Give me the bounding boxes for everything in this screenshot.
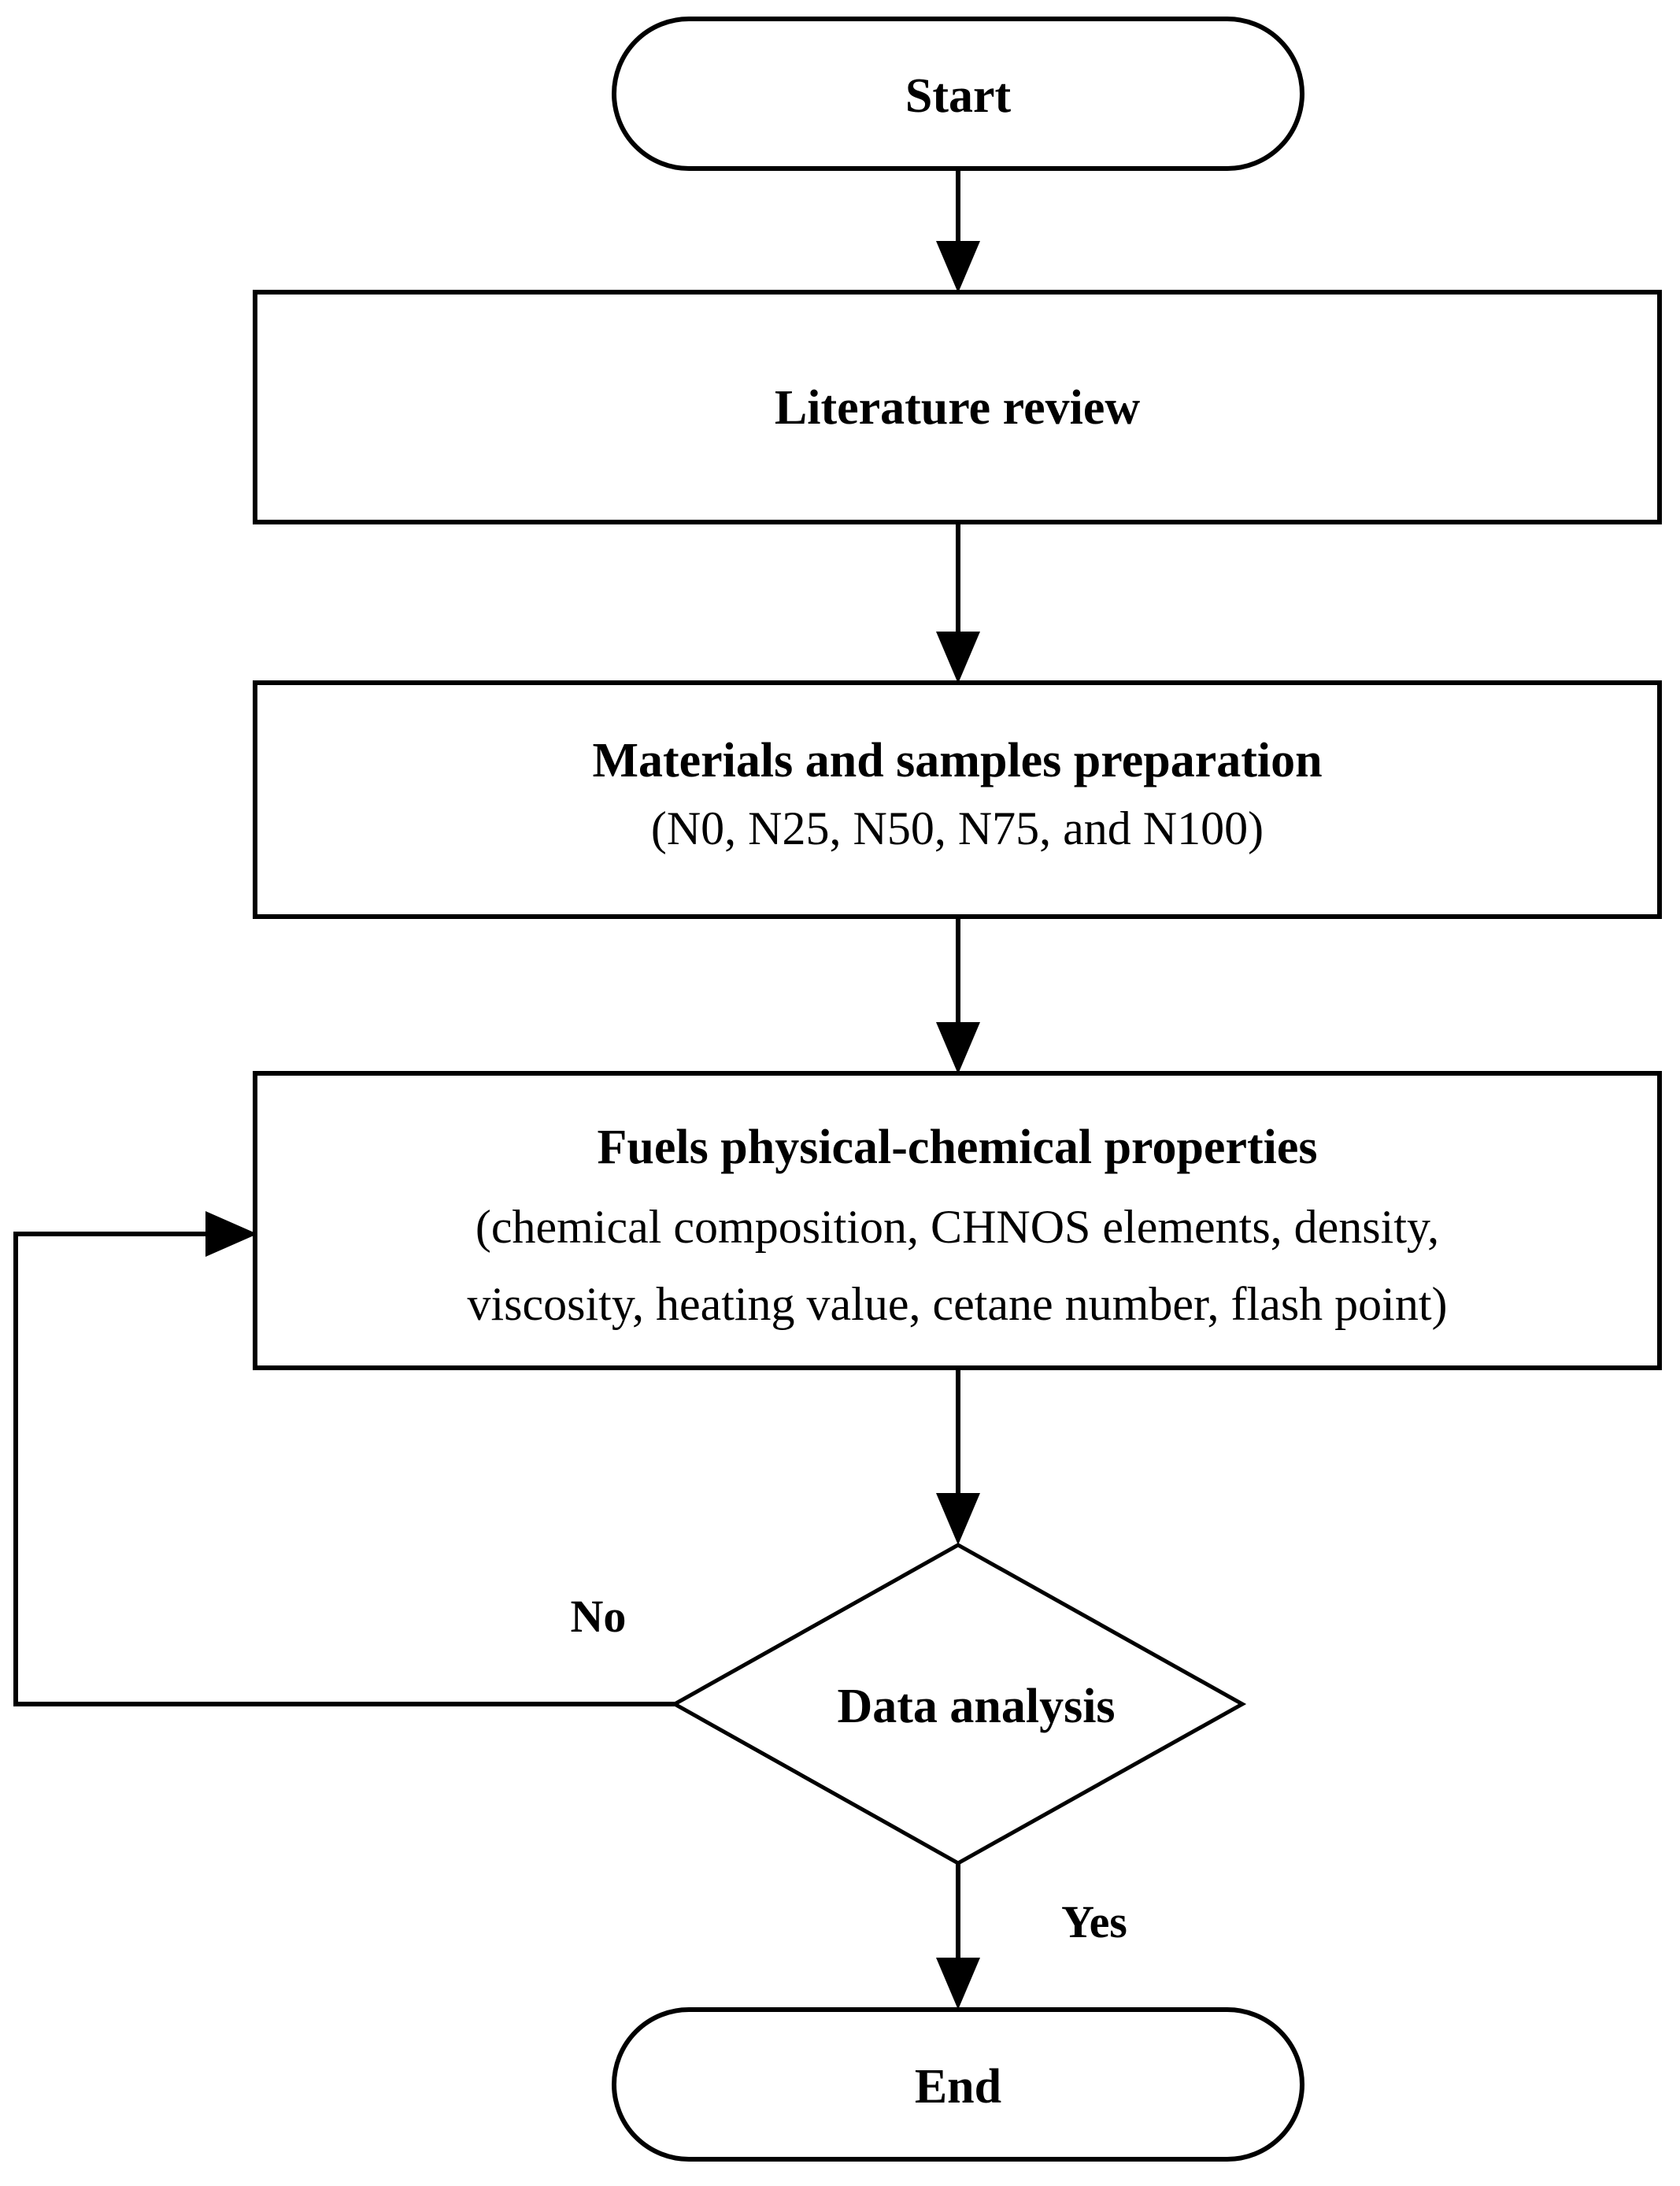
fuel-properties-label-line3: viscosity, heating value, cetane number,…	[468, 1278, 1448, 1330]
no-branch-label: No	[571, 1591, 627, 1642]
connector-fuel-properties-to-decision	[936, 1368, 980, 1545]
materials-preparation-label-line2: (N0, N25, N50, N75, and N100)	[651, 802, 1264, 854]
node-end[interactable]: End	[612, 2007, 1304, 2162]
arrow-head-icon	[936, 1493, 980, 1545]
no-loop-path	[13, 1232, 675, 1706]
arrow-head-icon	[936, 632, 980, 684]
connector-literature-to-materials	[936, 522, 980, 684]
connector-no-feedback-loop: No	[13, 1211, 675, 1706]
yes-branch-label: Yes	[1061, 1896, 1127, 1947]
materials-preparation-label-line1: Materials and samples preparation	[592, 734, 1322, 787]
connector-materials-to-fuel-properties	[936, 917, 980, 1074]
fuel-properties-shape	[253, 1071, 1662, 1370]
connector-start-to-literature	[936, 169, 980, 293]
node-start[interactable]: Start	[612, 17, 1304, 171]
arrow-head-icon	[205, 1211, 257, 1257]
literature-review-shape	[253, 290, 1662, 524]
arrow-head-icon	[936, 1958, 980, 2010]
node-materials-preparation[interactable]: Materials and samples preparation (N0, N…	[253, 680, 1662, 919]
connector-yes-to-end: Yes	[936, 1863, 1127, 2010]
node-decision-data-analysis[interactable]: Data analysis	[670, 1543, 1247, 1866]
arrow-head-icon	[936, 1022, 980, 1074]
node-fuel-properties[interactable]: Fuels physical-chemical properties (chem…	[253, 1071, 1662, 1370]
start-label: Start	[905, 69, 1012, 123]
end-shape	[612, 2007, 1304, 2162]
arrow-head-icon	[936, 241, 980, 293]
fuel-properties-label-line1: Fuels physical-chemical properties	[598, 1121, 1318, 1174]
end-label: End	[915, 2060, 1001, 2114]
materials-preparation-shape	[253, 680, 1662, 919]
literature-review-label: Literature review	[775, 381, 1140, 435]
decision-label: Data analysis	[837, 1680, 1115, 1733]
fuel-properties-label-line2: (chemical composition, CHNOS elements, d…	[476, 1201, 1439, 1253]
node-literature-review[interactable]: Literature review	[253, 290, 1662, 524]
